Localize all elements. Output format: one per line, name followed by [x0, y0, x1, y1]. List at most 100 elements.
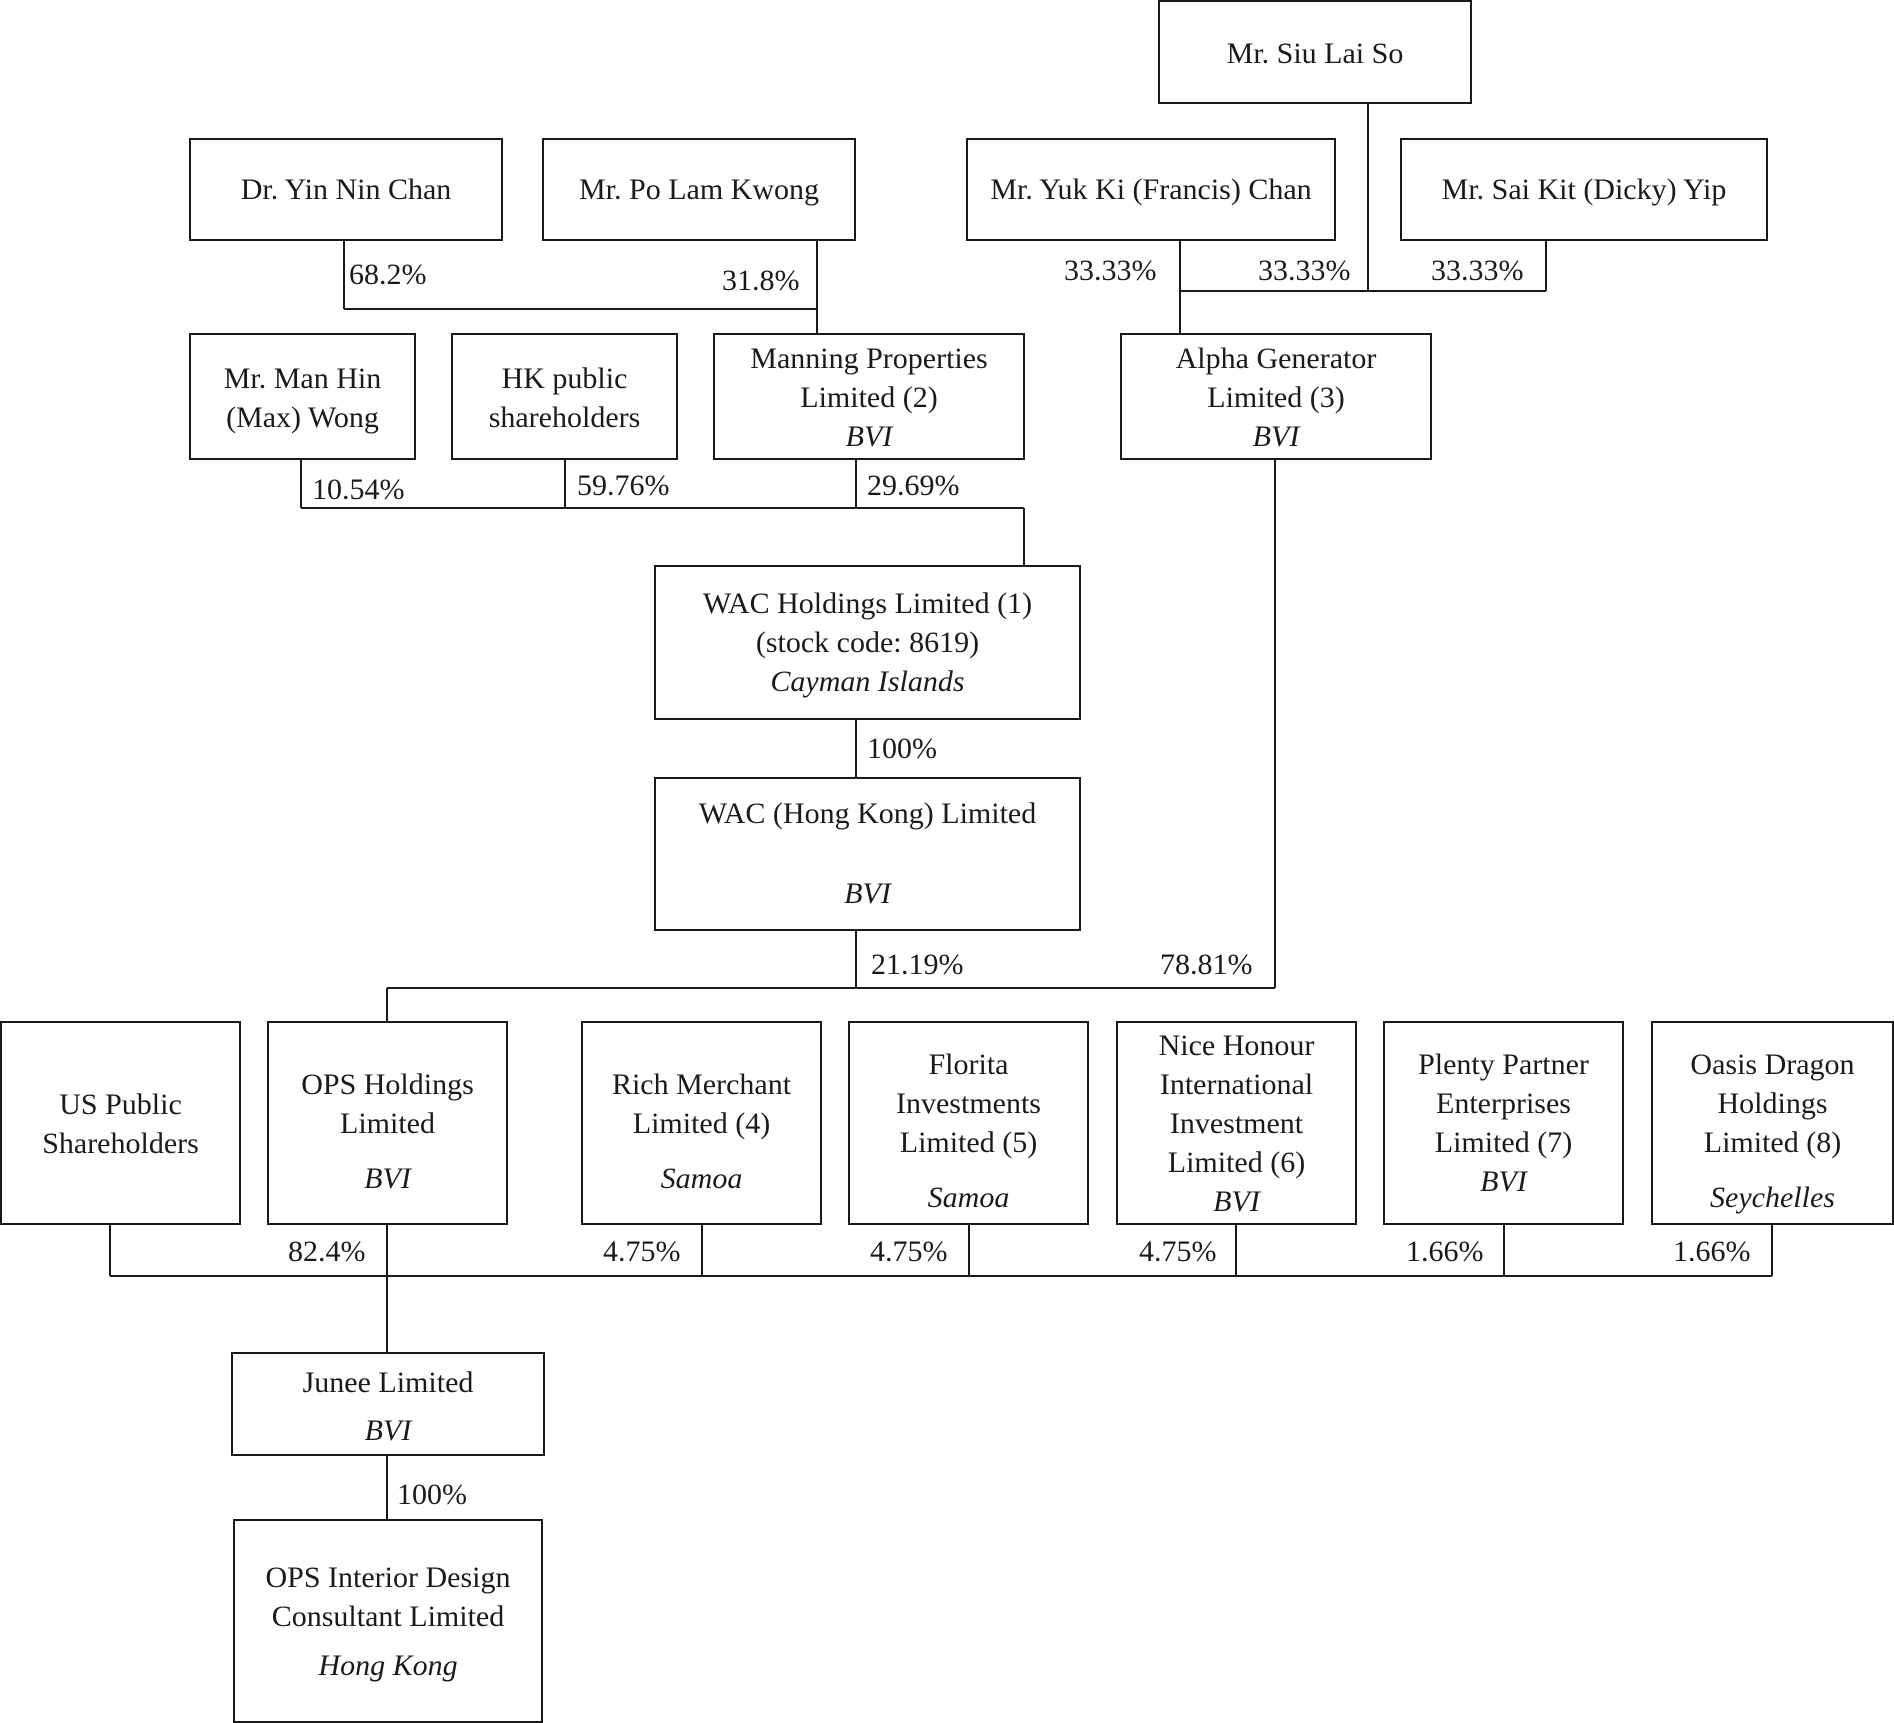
entity-label: WAC Holdings Limited (1) (stock code: 86…: [656, 584, 1079, 701]
entity-name: Oasis Dragon: [1690, 1048, 1855, 1081]
ownership-percent-label: 68.2%: [349, 258, 427, 291]
entity-label: BVI: [656, 874, 1079, 913]
entity-jurisdiction: BVI: [1213, 1185, 1260, 1218]
entity-jurisdiction: Seychelles: [1710, 1181, 1835, 1214]
entity-label: Rich Merchant Limited (4): [583, 1065, 820, 1143]
entity-name: Nice Honour: [1158, 1029, 1315, 1062]
entity-name: Limited (6): [1167, 1146, 1306, 1179]
box-ops-holdings: OPS Holdings Limited BVI: [267, 1021, 508, 1225]
ownership-percent-label: 78.81%: [1160, 948, 1253, 981]
entity-name: Limited (8): [1703, 1126, 1842, 1159]
entity-jurisdiction: Samoa: [927, 1181, 1010, 1214]
entity-name: WAC Holdings Limited (1): [702, 587, 1033, 620]
box-yuk-ki-chan: Mr. Yuk Ki (Francis) Chan: [966, 138, 1336, 241]
ownership-percent-label: 21.19%: [871, 948, 964, 981]
entity-name: Consultant Limited: [271, 1600, 505, 1633]
entity-name: Limited (7): [1434, 1126, 1573, 1159]
box-junee-limited: Junee Limited BVI: [231, 1352, 545, 1456]
ownership-percent-label: 31.8%: [722, 264, 800, 297]
entity-jurisdiction: BVI: [1480, 1165, 1527, 1198]
box-wac-hong-kong: WAC (Hong Kong) Limited BVI: [654, 777, 1081, 931]
entity-name: Investments: [896, 1087, 1041, 1120]
entity-label: Mr. Man Hin (Max) Wong: [191, 359, 414, 437]
entity-label: Manning Properties Limited (2) BVI: [715, 339, 1023, 456]
box-alpha-generator: Alpha Generator Limited (3) BVI: [1120, 333, 1432, 460]
ownership-percent-label: 1.66%: [1673, 1235, 1751, 1268]
ownership-percent-label: 82.4%: [288, 1235, 366, 1268]
entity-label: HK public shareholders: [453, 359, 676, 437]
entity-jurisdiction: BVI: [1252, 420, 1300, 453]
entity-jurisdiction: Hong Kong: [318, 1649, 458, 1682]
entity-name: (Max) Wong: [226, 401, 379, 434]
box-manning-properties: Manning Properties Limited (2) BVI: [713, 333, 1025, 460]
entity-label: US Public Shareholders: [2, 1085, 239, 1163]
ownership-percent-label: 4.75%: [1139, 1235, 1217, 1268]
ownership-percent-label: 100%: [397, 1478, 467, 1511]
ownership-percent-label: 33.33%: [1258, 254, 1351, 287]
entity-name: Investment: [1169, 1107, 1304, 1140]
entity-label: Mr. Sai Kit (Dicky) Yip: [1402, 170, 1766, 209]
ownership-percent-label: 4.75%: [603, 1235, 681, 1268]
entity-name: Dr. Yin Nin Chan: [240, 173, 452, 206]
box-sai-kit-yip: Mr. Sai Kit (Dicky) Yip: [1400, 138, 1768, 241]
entity-label: OPS Holdings Limited: [269, 1065, 506, 1143]
entity-jurisdiction: BVI: [364, 1162, 411, 1195]
entity-name: shareholders: [488, 401, 641, 434]
entity-label: Nice Honour International Investment Lim…: [1118, 1026, 1355, 1221]
entity-label: Plenty Partner Enterprises Limited (7) B…: [1385, 1045, 1622, 1201]
box-po-lam-kwong: Mr. Po Lam Kwong: [542, 138, 856, 241]
entity-jurisdiction: BVI: [845, 420, 893, 453]
entity-label: BVI: [233, 1411, 543, 1450]
ownership-percent-label: 33.33%: [1064, 254, 1157, 287]
entity-name: Rich Merchant: [611, 1068, 792, 1101]
entity-name: Mr. Sai Kit (Dicky) Yip: [1441, 173, 1727, 206]
entity-label: WAC (Hong Kong) Limited: [656, 794, 1079, 833]
entity-name: Limited (5): [899, 1126, 1038, 1159]
entity-name: Mr. Man Hin: [223, 362, 382, 395]
entity-label: Florita Investments Limited (5): [850, 1045, 1087, 1162]
entity-label: BVI: [269, 1159, 506, 1198]
entity-name: International: [1159, 1068, 1314, 1101]
entity-name: Limited (4): [632, 1107, 771, 1140]
entity-label: Alpha Generator Limited (3) BVI: [1122, 339, 1430, 456]
box-yin-nin-chan: Dr. Yin Nin Chan: [189, 138, 503, 241]
entity-label: Samoa: [583, 1159, 820, 1198]
entity-label: Mr. Yuk Ki (Francis) Chan: [968, 170, 1334, 209]
entity-name: Manning Properties: [750, 342, 988, 375]
entity-name: Enterprises: [1436, 1087, 1571, 1120]
box-nice-honour: Nice Honour International Investment Lim…: [1116, 1021, 1357, 1225]
entity-name: Florita: [928, 1048, 1009, 1081]
entity-name: Shareholders: [42, 1127, 199, 1160]
entity-name: Mr. Po Lam Kwong: [579, 173, 819, 206]
entity-jurisdiction: Cayman Islands: [770, 665, 965, 698]
box-rich-merchant: Rich Merchant Limited (4) Samoa: [581, 1021, 822, 1225]
entity-label: Mr. Siu Lai So: [1160, 34, 1470, 73]
entity-label: Dr. Yin Nin Chan: [191, 170, 501, 209]
entity-label: Hong Kong: [235, 1646, 541, 1685]
entity-name: WAC (Hong Kong) Limited: [698, 797, 1037, 830]
ownership-percent-label: 4.75%: [870, 1235, 948, 1268]
ownership-percent-label: 100%: [867, 732, 937, 765]
box-wac-holdings: WAC Holdings Limited (1) (stock code: 86…: [654, 565, 1081, 720]
entity-name: Plenty Partner: [1418, 1048, 1589, 1081]
ownership-percent-label: 59.76%: [577, 469, 670, 502]
box-florita-investments: Florita Investments Limited (5) Samoa: [848, 1021, 1089, 1225]
ownership-percent-label: 29.69%: [867, 469, 960, 502]
box-man-hin-wong: Mr. Man Hin (Max) Wong: [189, 333, 416, 460]
ownership-percent-label: 33.33%: [1431, 254, 1524, 287]
entity-label: Seychelles: [1653, 1178, 1892, 1217]
entity-name: US Public: [59, 1088, 182, 1121]
ownership-percent-label: 10.54%: [312, 473, 405, 506]
entity-jurisdiction: BVI: [844, 877, 891, 910]
entity-name: OPS Holdings: [301, 1068, 474, 1101]
box-us-public-shareholders: US Public Shareholders: [0, 1021, 241, 1225]
entity-name: OPS Interior Design: [265, 1561, 511, 1594]
entity-jurisdiction: BVI: [364, 1414, 412, 1447]
entity-name: Mr. Yuk Ki (Francis) Chan: [990, 173, 1312, 206]
box-oasis-dragon: Oasis Dragon Holdings Limited (8) Seyche…: [1651, 1021, 1894, 1225]
box-plenty-partner: Plenty Partner Enterprises Limited (7) B…: [1383, 1021, 1624, 1225]
box-ops-interior-design: OPS Interior Design Consultant Limited H…: [233, 1519, 543, 1723]
entity-label: Oasis Dragon Holdings Limited (8): [1653, 1045, 1892, 1162]
entity-label: Samoa: [850, 1178, 1087, 1217]
